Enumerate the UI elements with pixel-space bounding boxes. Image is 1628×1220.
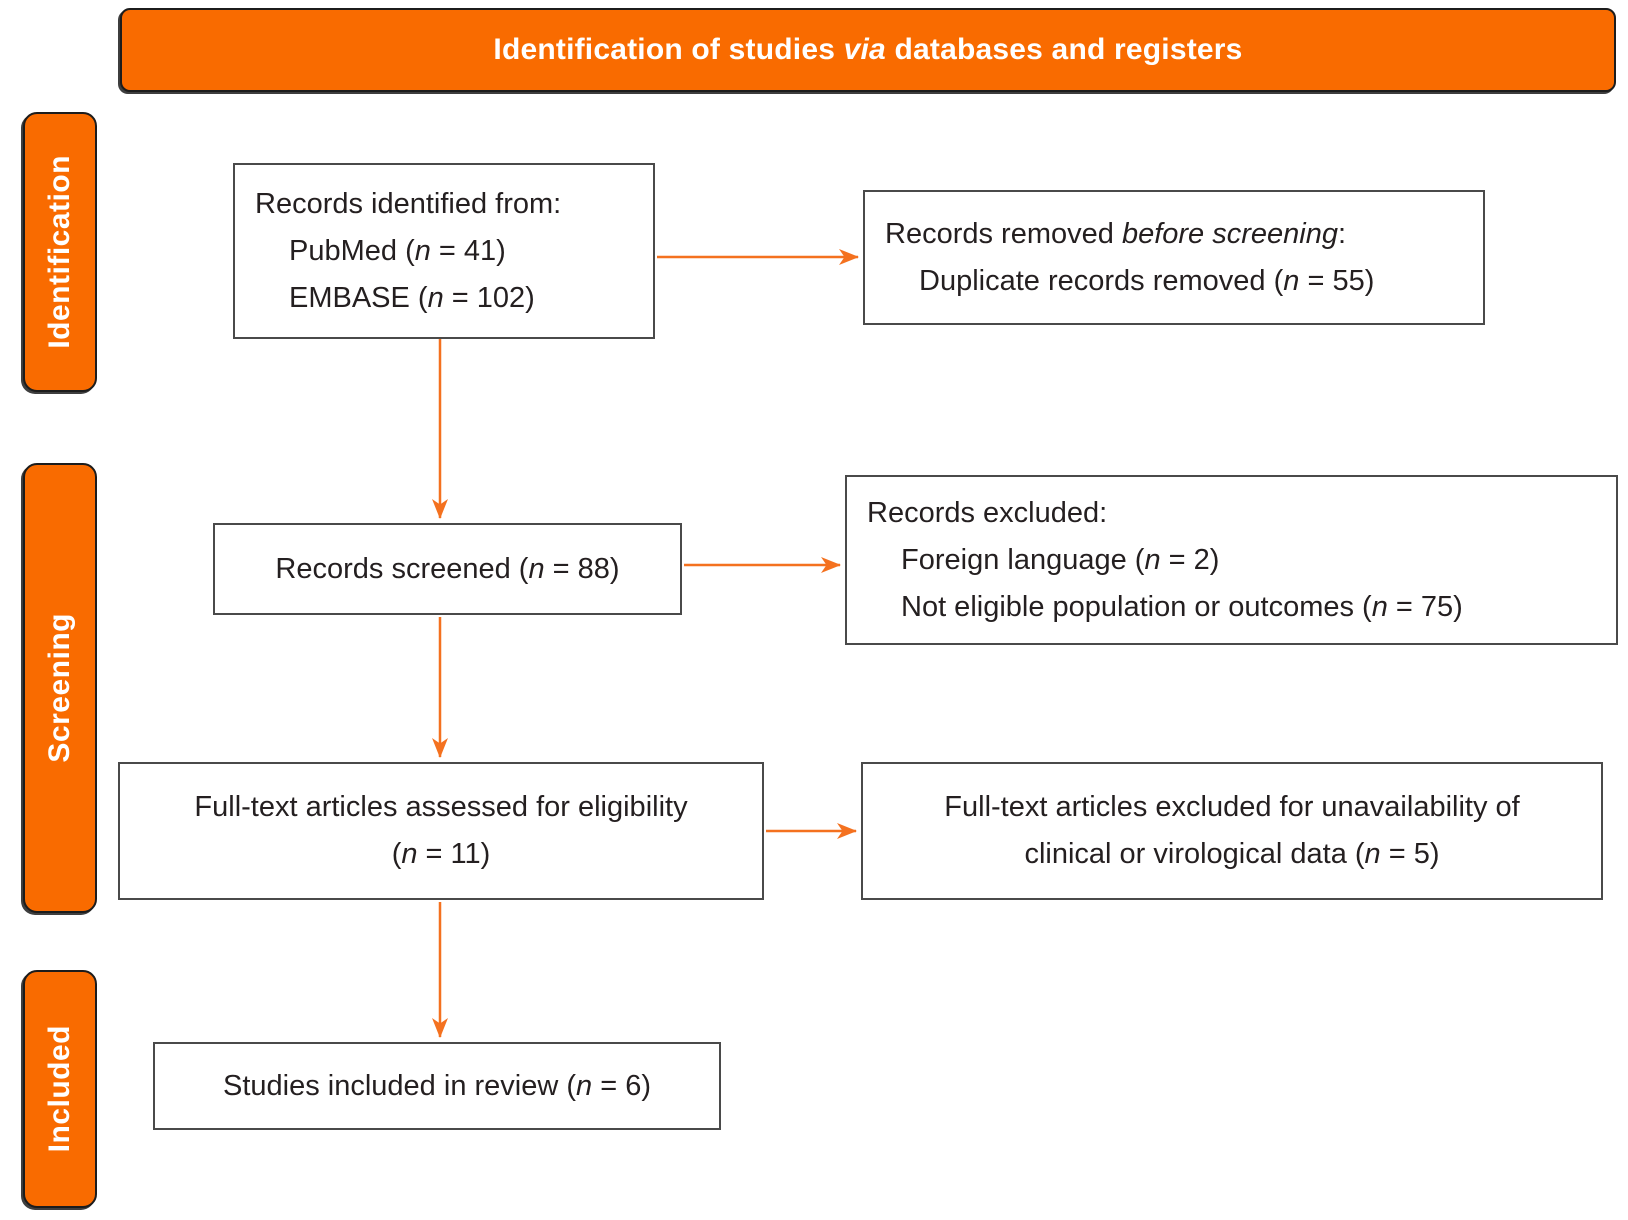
text-line: Records identified from: — [255, 187, 562, 220]
text-line: Full-text articles assessed for eligibil… — [194, 791, 688, 823]
text-line: Full-text articles excluded for unavaila… — [944, 791, 1520, 823]
text-line: Records screened (n = 88) — [275, 552, 620, 585]
text-line: Records excluded: — [867, 496, 1108, 529]
box-records-screened: Records screened (n = 88) — [213, 523, 682, 615]
box-fulltext-assessed: Full-text articles assessed for eligibil… — [118, 762, 764, 900]
text-line: Foreign language (n = 2) — [901, 543, 1220, 576]
box-records-identified: Records identified from: PubMed (n = 41) E… — [233, 163, 655, 339]
stage-label-screening: Screening — [43, 613, 76, 763]
text-line: (n = 11) — [391, 838, 491, 870]
stage-label-included: Included — [43, 1025, 76, 1153]
text-line: Duplicate records removed (n = 55) — [919, 264, 1375, 297]
text-line: Studies included in review (n = 6) — [223, 1069, 651, 1102]
box-fulltext-excluded: Full-text articles excluded for unavaila… — [861, 762, 1603, 900]
stage-rail-identification: Identification — [23, 112, 97, 392]
stage-rail-screening: Screening — [23, 463, 97, 913]
text-line: Records removed before screening: — [885, 217, 1347, 250]
diagram-title-banner: Identification of studies via databases … — [120, 8, 1616, 92]
text-line: Not eligible population or outcomes (n =… — [901, 590, 1463, 623]
box-studies-included: Studies included in review (n = 6) — [153, 1042, 721, 1130]
diagram-title: Identification of studies via databases … — [493, 33, 1243, 66]
stage-rail-included: Included — [23, 970, 97, 1208]
stage-label-identification: Identification — [43, 155, 76, 349]
text-line: PubMed (n = 41) — [289, 234, 506, 267]
text-line: clinical or virological data (n = 5) — [1024, 838, 1440, 870]
box-records-removed-before-screening: Records removed before screening: Duplica… — [863, 190, 1485, 325]
box-records-excluded: Records excluded: Foreign language (n = 2… — [845, 475, 1618, 645]
text-line: EMBASE (n = 102) — [289, 281, 535, 314]
